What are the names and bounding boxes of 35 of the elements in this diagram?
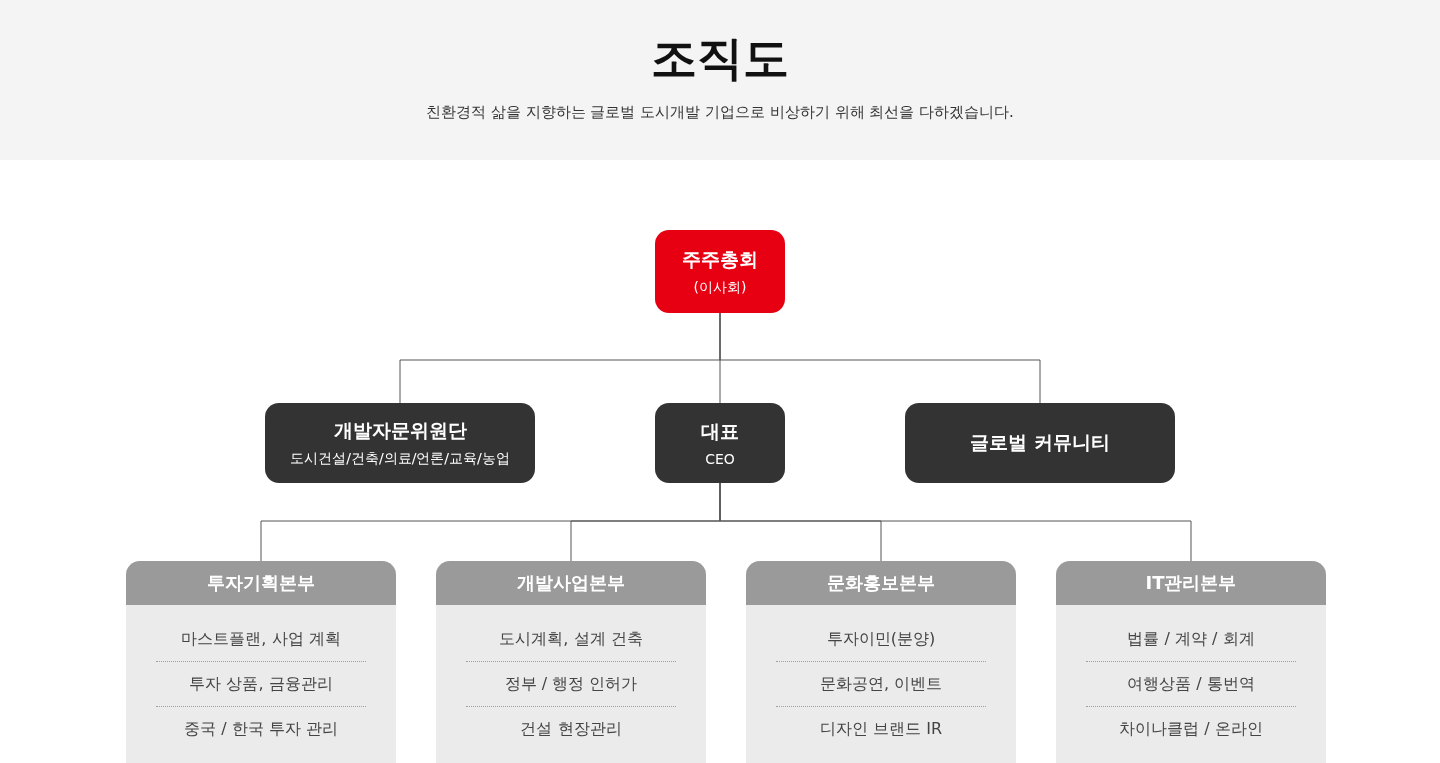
org-title: 주주총회: [682, 246, 758, 272]
org-subtitle: (이사회): [693, 278, 747, 297]
department-title: 문화홍보본부: [746, 561, 1016, 605]
org-subtitle: 도시건설/건축/의료/언론/교육/농업: [290, 450, 510, 468]
org-title: 개발자문위원단: [333, 418, 467, 443]
duty-item: 차이나클럽 / 온라인: [1086, 706, 1296, 751]
subtitle-text: 친환경적 삶을 지향하는 글로벌 도시개발 기업으로 비상하기 위해 최선을 다하겠습니다.: [426, 103, 1014, 122]
org-box: [265, 403, 535, 483]
page-title: 조직도: [651, 30, 789, 87]
connector-line: [719, 312, 1041, 404]
org-subtitle: CEO: [705, 451, 735, 467]
org-title: 대표: [701, 419, 739, 444]
org-box: [655, 230, 785, 313]
duty-item: 법률 / 계약 / 회계: [1126, 627, 1256, 650]
duty-item: 마스트플랜, 사업 계획: [180, 627, 342, 650]
department-card: [126, 561, 396, 763]
org-box: [905, 403, 1175, 483]
department-card: [746, 561, 1016, 763]
duty-item: 여행상품 / 통번역: [1086, 661, 1296, 706]
department-card: [436, 561, 706, 763]
department-title: 개발사업본부: [436, 561, 706, 605]
connector-line: [719, 482, 1192, 562]
org-title: 글로벌 커뮤니티: [970, 430, 1110, 455]
department-title: IT관리본부: [1056, 561, 1326, 605]
department-title: 투자기획본부: [126, 561, 396, 605]
duty-item: 건설 현장관리: [466, 706, 676, 751]
duty-item: 투자이민(분양): [825, 627, 937, 650]
duty-item: 중국 / 한국 투자 관리: [156, 706, 366, 751]
duty-item: 도시계획, 설계 건축: [498, 627, 644, 650]
duty-item: 디자인 브랜드 IR: [776, 706, 986, 751]
duty-item: 정부 / 행정 인허가: [466, 661, 676, 706]
duty-item: 투자 상품, 금융관리: [156, 661, 366, 706]
org-box: [655, 403, 785, 483]
duty-item: 문화공연, 이벤트: [776, 661, 986, 706]
department-card: [1056, 561, 1326, 763]
